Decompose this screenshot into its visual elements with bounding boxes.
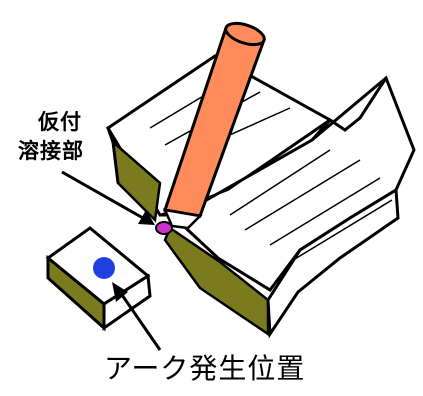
electrode-top	[224, 21, 266, 47]
tack-weld-spot	[155, 221, 173, 235]
arc-start-label: アーク発生位置	[104, 352, 306, 385]
right-plate-front-face	[163, 226, 270, 337]
tack-weld-arrow	[61, 170, 155, 225]
right-base-plate	[163, 75, 416, 339]
right-plate-texture	[229, 149, 393, 263]
electrode-tip	[162, 208, 203, 230]
arc-start-arrow	[112, 282, 162, 351]
welding-electrode	[162, 21, 266, 230]
right-plate-side-face	[266, 187, 400, 339]
left-plate-edge	[106, 127, 120, 184]
tack-weld-label-line1: 仮付	[38, 110, 82, 134]
tack-weld-label-line2: 溶接部	[18, 139, 84, 163]
arc-start-dot	[93, 257, 115, 279]
right-plate-back-edge	[310, 77, 388, 142]
